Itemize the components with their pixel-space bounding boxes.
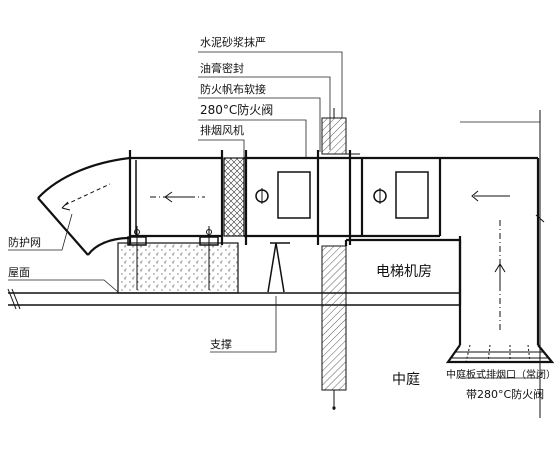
label-roof-surface: 屋面 xyxy=(8,266,30,279)
label-mortar: 水泥砂浆抹严 xyxy=(200,35,266,49)
label-elevator-room: 电梯机房 xyxy=(376,264,432,280)
fire-damper-2 xyxy=(350,156,442,238)
support-stand xyxy=(267,242,290,293)
exhaust-hood xyxy=(37,150,132,256)
leader-lines xyxy=(8,51,541,379)
label-outlet-line2: 带280°C防火阀 xyxy=(466,387,544,401)
label-fire-damper-280: 280°C防火阀 xyxy=(200,102,273,117)
label-fire-canvas: 防火帆布软接 xyxy=(200,82,266,96)
fan-mounts xyxy=(127,226,219,290)
label-guard-net: 防护网 xyxy=(8,235,41,249)
shaft-wall xyxy=(321,108,347,410)
concrete-base xyxy=(117,242,239,294)
fan-section xyxy=(130,150,224,245)
duct-through-wall xyxy=(316,150,360,245)
fire-damper-1 xyxy=(244,150,318,245)
label-sealant: 油膏密封 xyxy=(200,61,244,75)
label-support: 支撑 xyxy=(210,337,232,351)
atrium-exhaust-outlet xyxy=(445,344,555,364)
fire-canvas-connector xyxy=(223,157,245,237)
label-exhaust-fan: 排烟风机 xyxy=(200,123,244,137)
vertical-riser xyxy=(440,156,540,345)
label-atrium: 中庭 xyxy=(392,371,420,388)
label-outlet-line1: 中庭板式排烟口（常闭） xyxy=(446,368,556,381)
